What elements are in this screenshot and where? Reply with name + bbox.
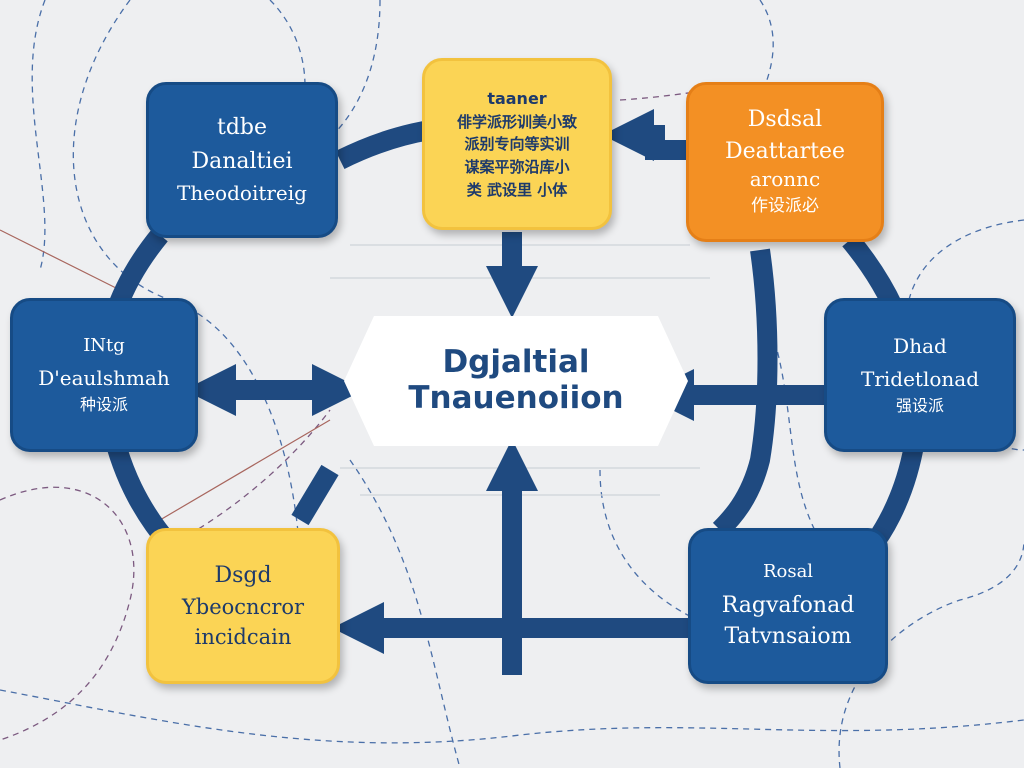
node-bottom-left-line3: incidcain	[194, 624, 292, 649]
node-top-right-line3: aronnc	[749, 167, 821, 192]
node-top-right[interactable]: Dsdsal Deattartee aronnc 作设派必	[686, 82, 884, 242]
node-middle-left-line1: INtg	[83, 335, 125, 357]
dashed-curve	[179, 409, 331, 541]
dashed-curve	[31, 0, 46, 271]
node-top-center-line1: taaner	[487, 88, 547, 108]
node-top-left-line2: Danaltiei	[191, 148, 293, 174]
node-bottom-right-line2: Ragvafonad	[721, 592, 855, 618]
node-bottom-right-line3: Tatvnsaiom	[724, 624, 852, 650]
center-node-shape	[344, 316, 688, 446]
node-bottom-left-line1: Dsgd	[214, 563, 272, 588]
dashed-curve	[0, 689, 1024, 744]
node-bottom-left-line2: Ybeocncror	[181, 594, 305, 619]
node-top-center-line2: 俳学派形训美小致	[456, 112, 577, 131]
dashed-curve	[599, 469, 761, 641]
connector-bottom-left-to-center	[291, 464, 339, 526]
node-top-center[interactable]: taaner 俳学派形训美小致 派别专向等实训 谋案平弥沿库小 类 武设里 小体	[422, 58, 612, 230]
node-top-left-line3: Theodoitreig	[177, 181, 307, 205]
node-middle-right[interactable]: Dhad Tridetlonad 强设派	[824, 298, 1016, 452]
node-middle-right-line2: Tridetlonad	[860, 367, 980, 391]
arrow-right-to-top-center	[602, 109, 690, 161]
node-bottom-left[interactable]: Dsgd Ybeocncror incidcain	[146, 528, 340, 684]
node-top-left[interactable]: tdbe Danaltiei Theodoitreig	[146, 82, 338, 238]
node-middle-left-line2: D'eaulshmah	[38, 365, 170, 390]
cycle-arc-right-inner	[712, 248, 778, 538]
cycle-arc-top-left	[335, 120, 432, 169]
node-top-right-line2: Deattartee	[725, 138, 845, 164]
dashed-curve	[838, 539, 1024, 768]
node-top-right-line4: 作设派必	[751, 196, 819, 217]
center-title-line1: Dgjaltial	[442, 344, 590, 381]
node-top-right-line1: Dsdsal	[747, 107, 823, 133]
node-top-left-line1: tdbe	[216, 115, 268, 140]
node-middle-right-line1: Dhad	[893, 334, 947, 358]
center-node-digital-transformation[interactable]: Dgjaltial Tnauenoiion	[344, 316, 688, 446]
center-title-line2: Tnauenoiion	[408, 380, 624, 416]
dashed-curve	[0, 486, 135, 741]
node-middle-left[interactable]: INtg D'eaulshmah 种设派	[10, 298, 198, 452]
node-middle-left-line3: 种设派	[79, 394, 128, 414]
node-bottom-right-line1: Rosal	[762, 561, 814, 583]
dashed-curve	[349, 459, 461, 768]
node-top-center-line3: 派别专向等实训	[464, 135, 570, 154]
thin-line	[159, 419, 331, 521]
node-top-center-line4: 谋案平弥沿库小	[464, 158, 570, 176]
node-middle-right-line3: 强设派	[895, 396, 944, 415]
node-top-center-line5: 类 武设里 小体	[466, 180, 568, 199]
node-bottom-right[interactable]: Rosal Ragvafonad Tatvnsaiom	[688, 528, 888, 684]
thin-line	[0, 229, 121, 291]
